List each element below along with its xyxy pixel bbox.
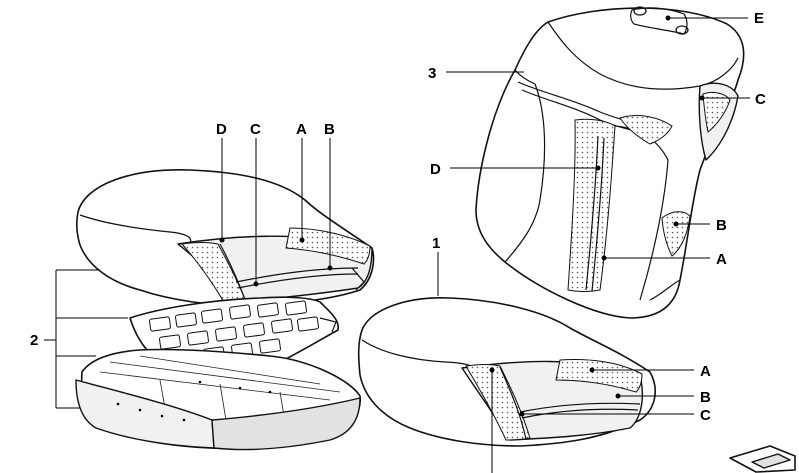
label-back-d: D — [430, 161, 441, 178]
leader-lines — [44, 15, 750, 473]
orientation-icon — [729, 445, 796, 473]
labels: 1 2 3 D C A B E C D B A A B C — [30, 10, 766, 424]
cushion-cover — [75, 169, 375, 307]
label-back-b: B — [716, 217, 727, 234]
seat-pan — [75, 348, 361, 451]
label-seat-c: C — [700, 407, 711, 424]
label-1: 1 — [432, 235, 440, 252]
label-back-c: C — [755, 91, 766, 108]
label-cushion-d: D — [216, 121, 227, 138]
label-seat-b: B — [700, 389, 711, 406]
label-seat-a: A — [700, 363, 711, 380]
label-cushion-a: A — [296, 121, 307, 138]
label-2: 2 — [30, 332, 38, 349]
backrest — [475, 6, 745, 319]
label-cushion-c: C — [250, 121, 261, 138]
label-back-e: E — [754, 10, 764, 27]
label-cushion-b: B — [324, 121, 335, 138]
label-back-a: A — [716, 251, 727, 268]
label-3: 3 — [428, 65, 436, 82]
seat-cushion — [357, 297, 656, 447]
